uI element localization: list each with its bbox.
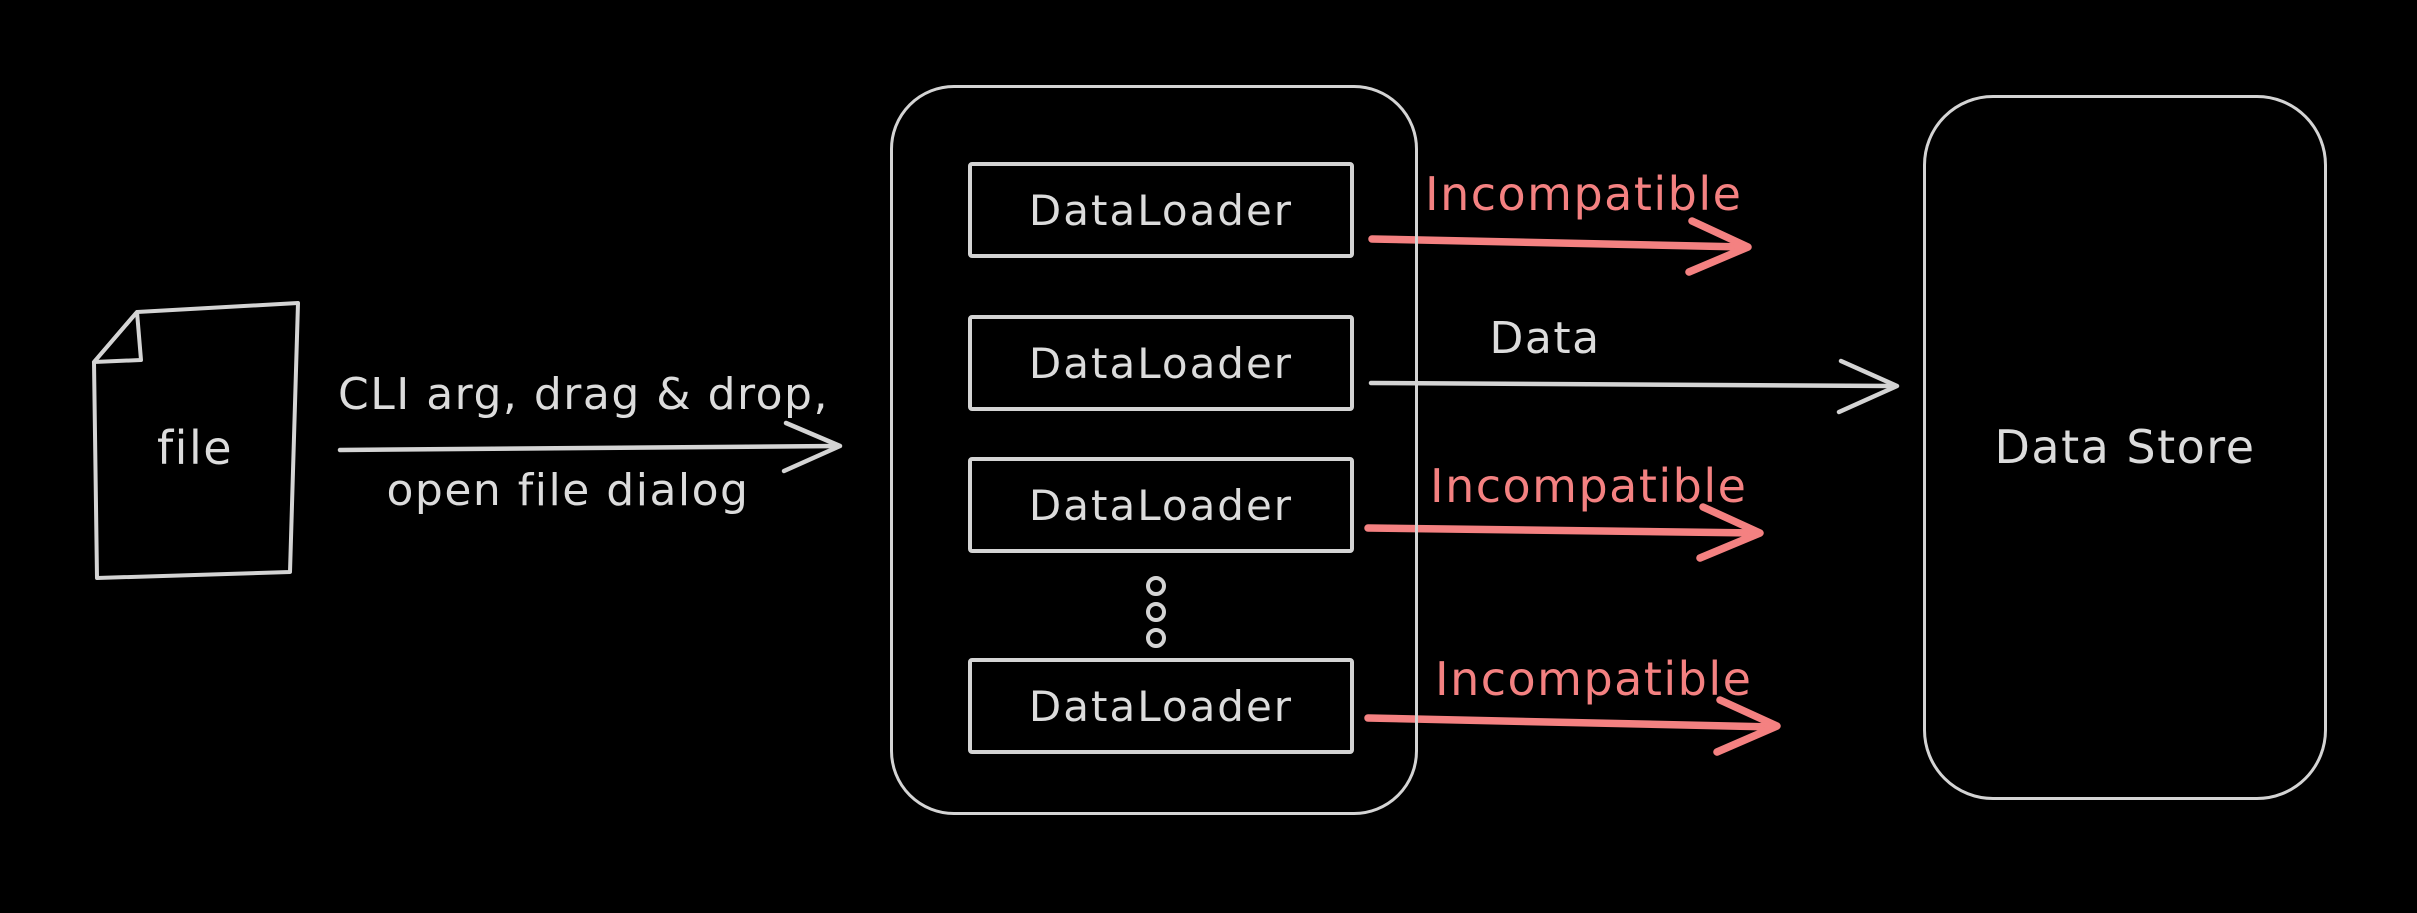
dot-icon <box>1146 628 1166 648</box>
dataloader-box-1: DataLoader <box>968 162 1354 258</box>
file-node-label: file <box>156 421 234 475</box>
dot-icon <box>1146 576 1166 596</box>
incompatible-arrow-1 <box>1368 217 1752 276</box>
input-arrow-label-line1: CLI arg, drag & drop, <box>338 369 829 420</box>
incompatible-arrow-2 <box>1364 503 1764 562</box>
data-store-label: Data Store <box>1994 420 2256 475</box>
incompatible-arrow-3 <box>1364 696 1781 756</box>
ellipsis-dots-icon <box>1146 576 1166 648</box>
incompatible-label-3: Incompatible <box>1435 652 1753 706</box>
dataloader-box-3: DataLoader <box>968 457 1354 553</box>
loader-group-container: DataLoader DataLoader DataLoader DataLoa… <box>890 85 1418 815</box>
dataloader-label-4: DataLoader <box>1028 681 1294 731</box>
dataloader-box-2: DataLoader <box>968 315 1354 411</box>
data-store-container: Data Store <box>1923 95 2327 800</box>
data-label: Data <box>1489 313 1601 364</box>
incompatible-label-2: Incompatible <box>1430 459 1748 513</box>
incompatible-label-1: Incompatible <box>1425 167 1743 221</box>
dataloader-label-1: DataLoader <box>1028 185 1294 235</box>
input-arrow <box>337 420 843 474</box>
data-arrow <box>1368 358 1900 415</box>
input-arrow-label-line2: open file dialog <box>386 465 750 516</box>
dataloader-label-2: DataLoader <box>1028 338 1294 388</box>
dataloader-box-4: DataLoader <box>968 658 1354 754</box>
dataloader-label-3: DataLoader <box>1028 480 1294 530</box>
dot-icon <box>1146 602 1166 622</box>
